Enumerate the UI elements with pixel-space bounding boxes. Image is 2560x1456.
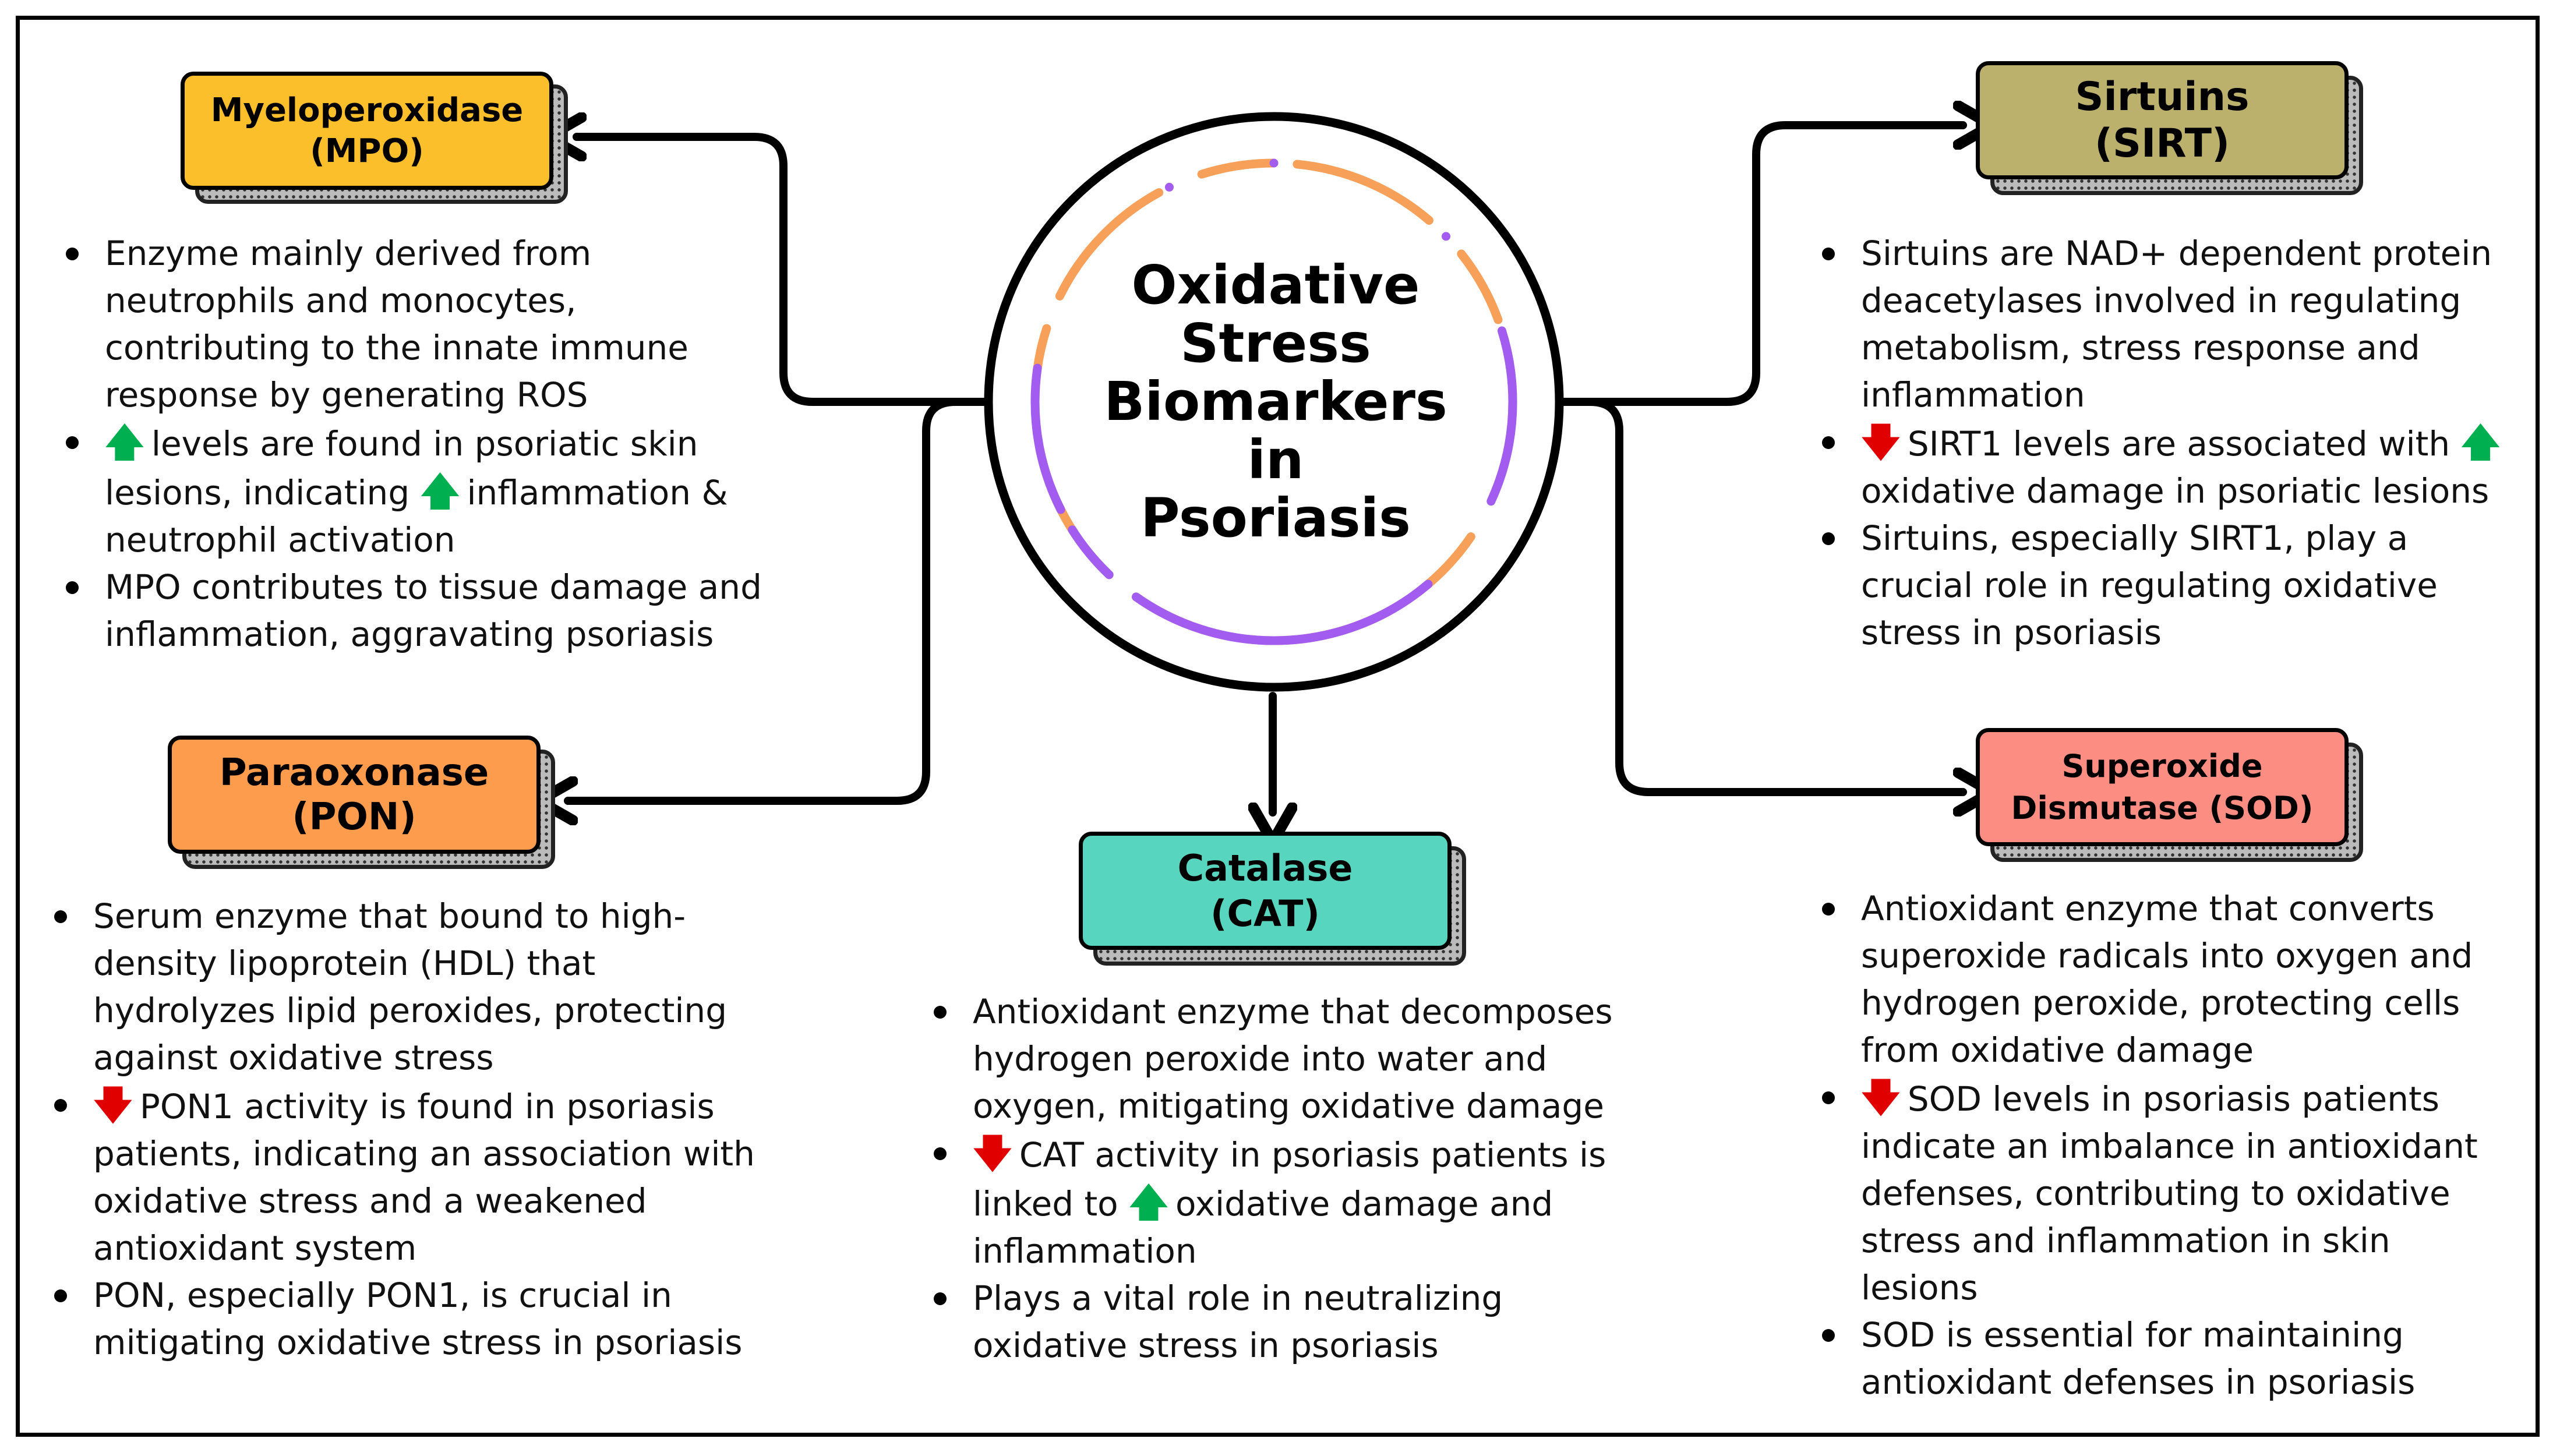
pon-bullet-2-text: PON1 activity is found in psoriasis pati… [93, 1087, 755, 1268]
title-line-3: Biomarkers [1104, 370, 1447, 433]
connector-sod [1554, 398, 1963, 792]
cat-bullet-2-text-1: CAT activity in psoriasis patients is li… [973, 1135, 1606, 1224]
sod-bullet-2-text: SOD levels in psoriasis patients indicat… [1861, 1079, 2478, 1307]
up-arrow-icon: 🡅 [420, 469, 460, 514]
pon-bullet-3: PON, especially PON1, is crucial in miti… [50, 1272, 778, 1366]
connector-mpo [577, 137, 994, 406]
cat-bullets: Antioxidant enzyme that decomposes hydro… [929, 988, 1657, 1369]
mpo-bullet-2-text-1: levels are found in psoriatic skin lesio… [105, 424, 698, 513]
center-circle [984, 112, 1564, 692]
connector-pon [568, 398, 994, 801]
sod-title: Superoxide Dismutase (SOD) [2011, 747, 2314, 826]
cat-bullet-2-text-2: oxidative damage and inflammation [973, 1184, 1553, 1271]
cat-title: Catalase (CAT) [1177, 846, 1353, 935]
down-arrow-icon: 🡇 [93, 1083, 133, 1128]
cat-bullet-1: Antioxidant enzyme that decomposes hydro… [929, 988, 1657, 1130]
pon-bullets: Serum enzyme that bound to high-density … [50, 893, 778, 1366]
pon-bullet-1: Serum enzyme that bound to high-density … [50, 893, 778, 1082]
sirt-bullet-2-text-1: SIRT1 levels are associated with [1907, 424, 2450, 464]
mpo-bullet-2-text-2: inflammation & neutrophil activation [105, 473, 728, 560]
sod-bullet-2: 🡇SOD levels in psoriasis patients indica… [1817, 1074, 2516, 1312]
sod-bullet-1: Antioxidant enzyme that converts superox… [1817, 885, 2516, 1074]
cat-bullet-2: 🡇CAT activity in psoriasis patients is l… [929, 1130, 1657, 1275]
title-line-1: Oxidative [1131, 254, 1420, 316]
sirt-title-box: Sirtuins (SIRT) [1976, 61, 2349, 179]
sod-bullet-3: SOD is essential for maintaining antioxi… [1817, 1312, 2516, 1406]
mpo-bullet-3: MPO contributes to tissue damage and inf… [61, 564, 783, 658]
title-line-4: in [1247, 429, 1304, 491]
sirt-bullets: Sirtuins are NAD+ dependent protein deac… [1817, 230, 2516, 656]
mpo-title-box: Myeloperoxidase (MPO) [181, 72, 553, 190]
center-title: Oxidative Stress Biomarkers in Psoriasis [1078, 256, 1474, 547]
up-arrow-icon: 🡅 [2460, 420, 2501, 465]
sod-bullets: Antioxidant enzyme that converts superox… [1817, 885, 2516, 1406]
pon-title-box: Paraoxonase (PON) [168, 736, 541, 854]
up-arrow-icon: 🡅 [1129, 1180, 1168, 1225]
pon-bullet-2: 🡇PON1 activity is found in psoriasis pat… [50, 1082, 778, 1272]
down-arrow-icon: 🡇 [1861, 1075, 1901, 1120]
pon-title: Paraoxonase (PON) [219, 751, 489, 839]
title-line-5: Psoriasis [1140, 487, 1411, 549]
sirt-bullet-1: Sirtuins are NAD+ dependent protein deac… [1817, 230, 2516, 419]
sirt-bullet-3: Sirtuins, especially SIRT1, play a cruci… [1817, 515, 2516, 656]
mpo-bullets: Enzyme mainly derived from neutrophils a… [61, 230, 783, 658]
cat-title-box: Catalase (CAT) [1079, 832, 1452, 950]
sirt-bullet-2-text-2: oxidative damage in psoriatic lesions [1861, 471, 2490, 511]
mpo-title: Myeloperoxidase (MPO) [210, 91, 524, 170]
down-arrow-icon: 🡇 [1861, 420, 1901, 465]
sirt-title: Sirtuins (SIRT) [2075, 73, 2250, 167]
sod-title-box: Superoxide Dismutase (SOD) [1976, 728, 2349, 846]
down-arrow-icon: 🡇 [973, 1131, 1012, 1176]
sirt-bullet-2: 🡇SIRT1 levels are associated with 🡅 oxida… [1817, 419, 2516, 515]
title-line-2: Stress [1180, 312, 1371, 374]
mpo-bullet-1: Enzyme mainly derived from neutrophils a… [61, 230, 783, 419]
cat-bullet-3: Plays a vital role in neutralizing oxida… [929, 1275, 1657, 1369]
connector-sirt [1554, 125, 1963, 406]
up-arrow-icon: 🡅 [105, 420, 144, 465]
mpo-bullet-2: 🡅levels are found in psoriatic skin lesi… [61, 419, 783, 564]
